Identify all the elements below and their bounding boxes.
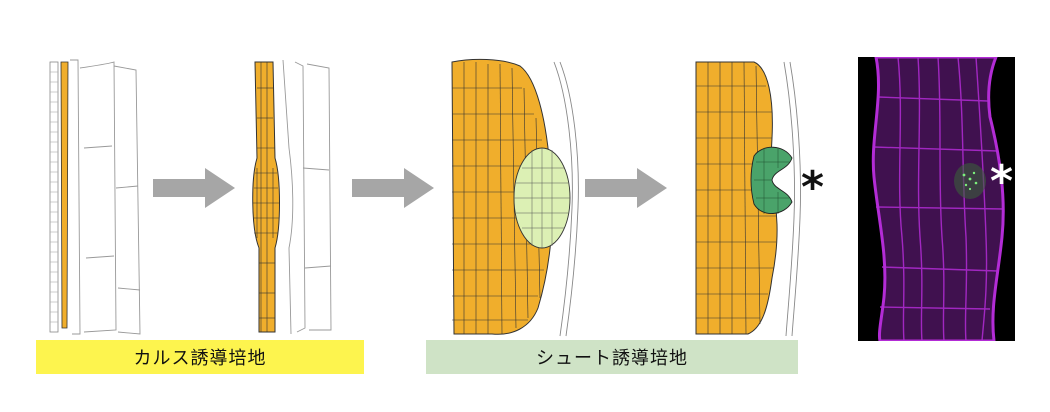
callus-induction-medium-label: カルス誘導培地 — [36, 340, 364, 374]
micrograph-marker-asterisk: * — [990, 156, 1014, 207]
shoot-induction-medium-text: シュート誘導培地 — [536, 348, 688, 369]
shoot-induction-medium-label: シュート誘導培地 — [426, 340, 798, 374]
arrow-3 — [585, 168, 667, 212]
arrow-1 — [153, 168, 235, 212]
stage-3-tissue-diagram — [442, 58, 582, 340]
shoot-marker-asterisk: * — [801, 162, 825, 213]
stage-2-tissue-diagram — [245, 58, 335, 336]
stage-4-tissue-diagram — [688, 58, 803, 340]
confocal-micrograph — [858, 57, 1015, 341]
arrow-2 — [352, 168, 434, 212]
callus-induction-medium-text: カルス誘導培地 — [133, 348, 267, 369]
stage-1-tissue-diagram — [48, 58, 148, 336]
